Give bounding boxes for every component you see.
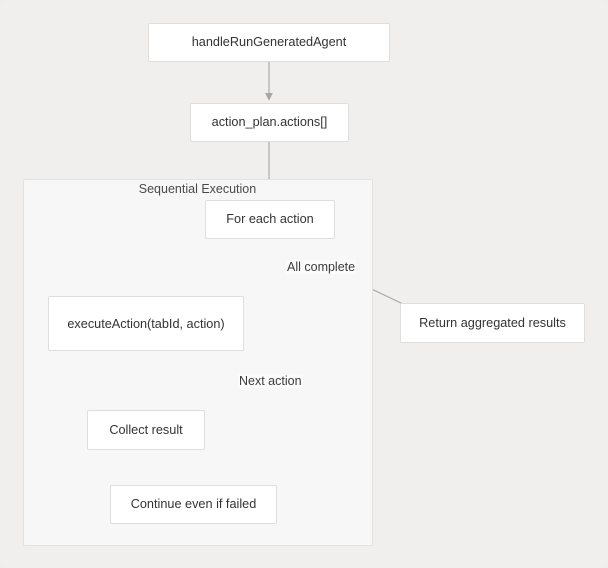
node-for-each-action[interactable]: For each action	[205, 200, 335, 239]
node-action-plan-actions[interactable]: action_plan.actions[]	[190, 103, 349, 142]
node-continue-even-if-failed[interactable]: Continue even if failed	[110, 485, 277, 524]
node-handle-run-generated-agent[interactable]: handleRunGeneratedAgent	[148, 23, 390, 62]
subgraph-sequential-execution	[23, 179, 373, 546]
node-execute-action[interactable]: executeAction(tabId, action)	[48, 296, 244, 351]
edge-label-all-complete: All complete	[286, 260, 357, 274]
node-collect-result[interactable]: Collect result	[87, 410, 205, 450]
subgraph-title-sequential-execution: Sequential Execution	[138, 182, 257, 196]
node-return-aggregated-results[interactable]: Return aggregated results	[400, 303, 585, 343]
edge-label-next-action: Next action	[238, 374, 303, 388]
